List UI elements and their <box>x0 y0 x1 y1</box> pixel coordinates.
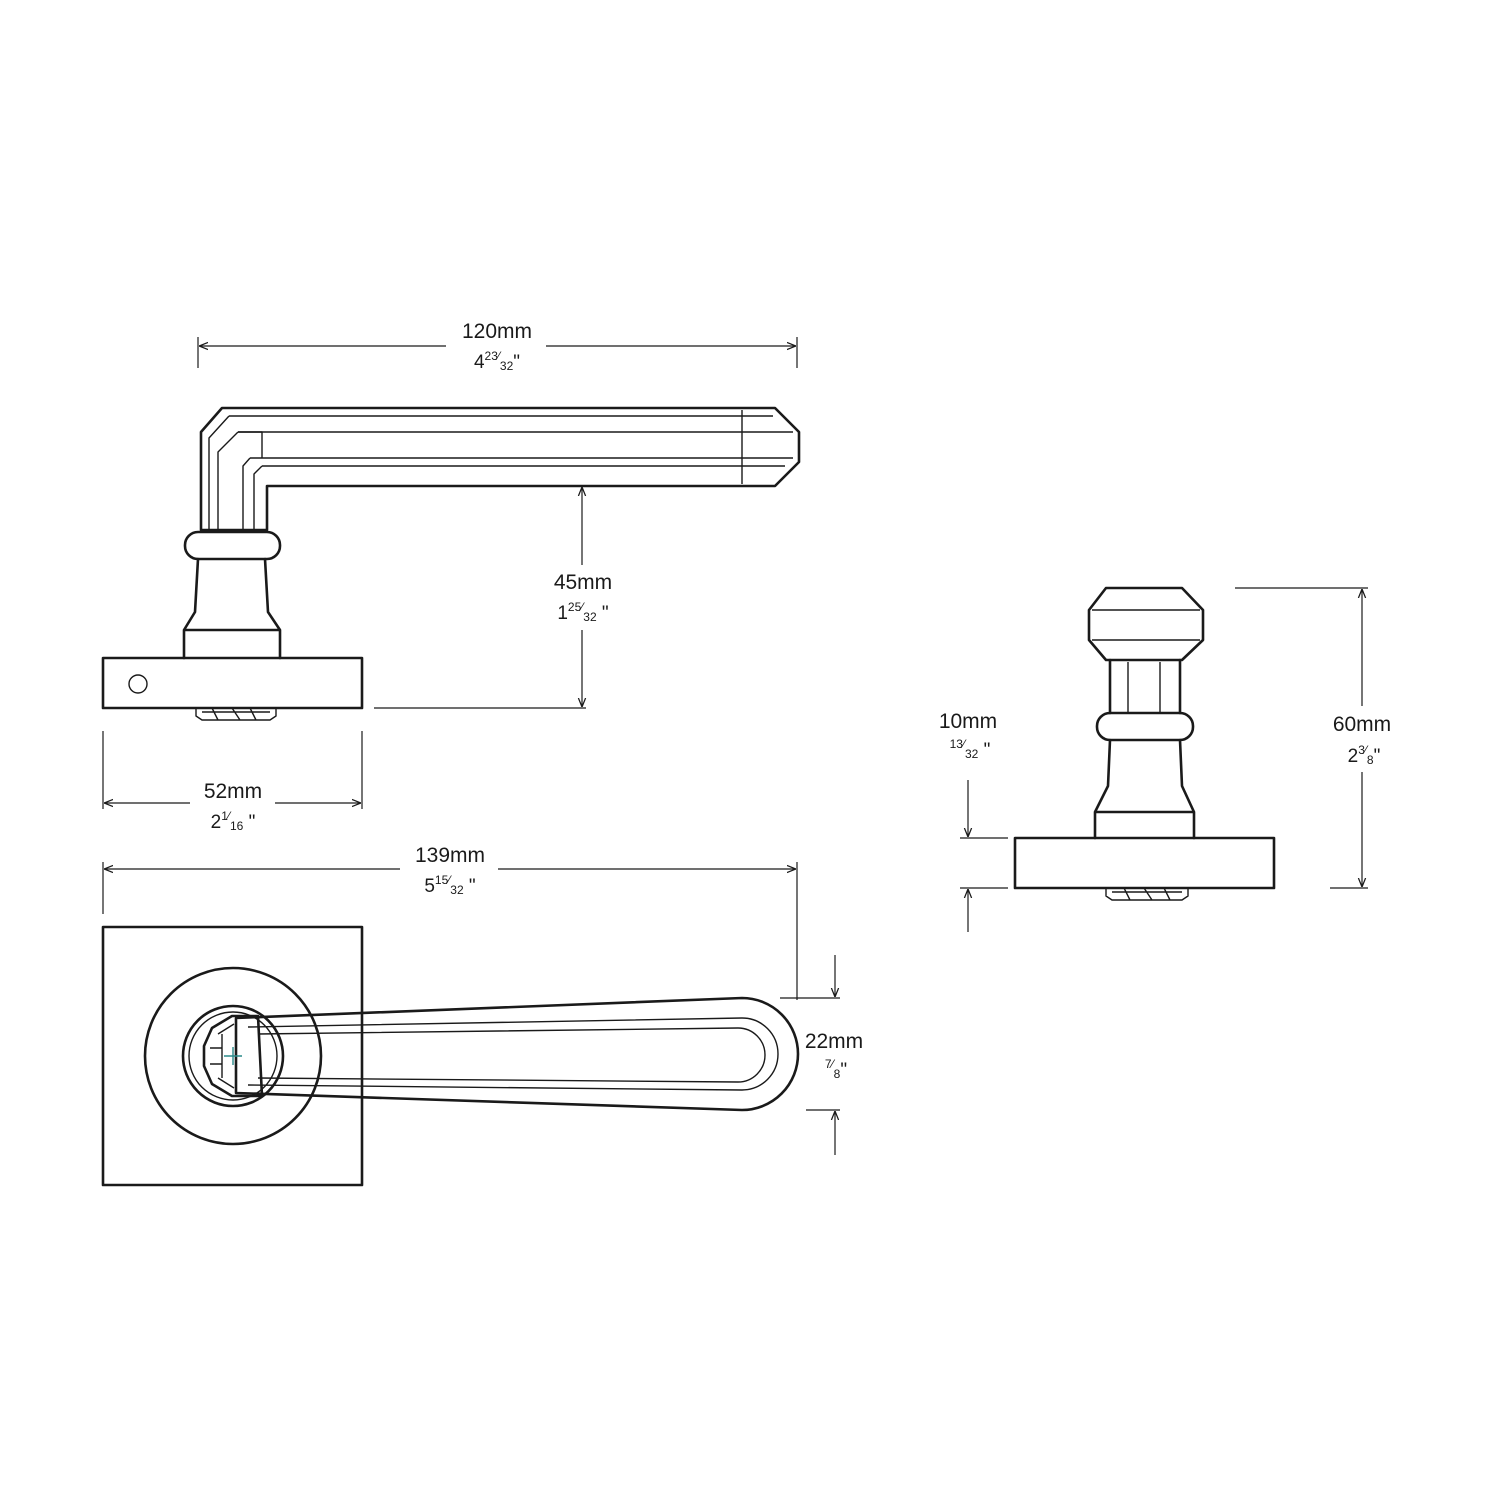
front-lever-outline <box>234 996 800 1112</box>
front-boss-inner <box>188 1011 278 1101</box>
label-overall-length-mm: 139mm <box>415 844 485 867</box>
label-rose-width-mm: 52mm <box>204 780 262 803</box>
label-projection-mm: 45mm <box>554 571 612 594</box>
end-lever-shank <box>1108 658 1182 715</box>
label-lever-length-inch: 423⁄32" <box>474 349 520 373</box>
side-rose-plate <box>101 656 364 710</box>
side-spindle <box>195 707 277 721</box>
end-lever-head <box>1087 586 1205 662</box>
side-lever-bevel-outer <box>200 407 230 530</box>
label-lever-width-mm: 22mm <box>805 1030 863 1053</box>
side-collar <box>183 530 282 561</box>
end-spindle <box>1105 887 1189 901</box>
side-lever-bevel-inner <box>217 431 263 530</box>
end-collar <box>1095 711 1195 742</box>
side-neck <box>182 557 282 660</box>
front-center-mark <box>224 1047 242 1065</box>
end-view <box>1013 586 1276 901</box>
front-boss-outer <box>181 1004 285 1108</box>
label-lever-width-inch: 7⁄8" <box>825 1057 847 1081</box>
front-lever-inset <box>257 1027 766 1083</box>
side-view <box>101 406 801 721</box>
dimension-labels: 120mm 423⁄32" 45mm 125⁄32 " 52mm 21⁄16 "… <box>204 320 1391 1081</box>
end-rose-plate <box>1013 836 1276 890</box>
front-rose-square <box>101 925 364 1187</box>
label-overall-length-inch: 515⁄32 " <box>424 873 475 897</box>
end-neck <box>1093 738 1196 840</box>
label-overall-height-mm: 60mm <box>1333 713 1391 736</box>
front-lever-inner-outline <box>247 1017 779 1091</box>
side-grub-screw-hole <box>128 674 148 694</box>
front-octagon-boss <box>202 1014 264 1098</box>
label-rose-width-inch: 21⁄16 " <box>211 809 256 833</box>
label-overall-height-inch: 23⁄8" <box>1348 743 1381 767</box>
front-rose-circle <box>143 966 323 1146</box>
end-lever-head-facets <box>1092 609 1200 641</box>
label-rose-thickness-inch: 13⁄32 " <box>950 737 991 761</box>
label-lever-length-mm: 120mm <box>462 320 532 343</box>
end-lever-shank-facets <box>1127 662 1161 713</box>
label-rose-thickness-mm: 10mm <box>939 710 997 733</box>
label-projection-inch: 125⁄32 " <box>557 600 608 624</box>
dimension-lines <box>102 337 1368 1155</box>
front-view <box>101 925 800 1187</box>
front-octagon-facets <box>210 1023 235 1089</box>
side-lever-arm <box>199 406 801 532</box>
